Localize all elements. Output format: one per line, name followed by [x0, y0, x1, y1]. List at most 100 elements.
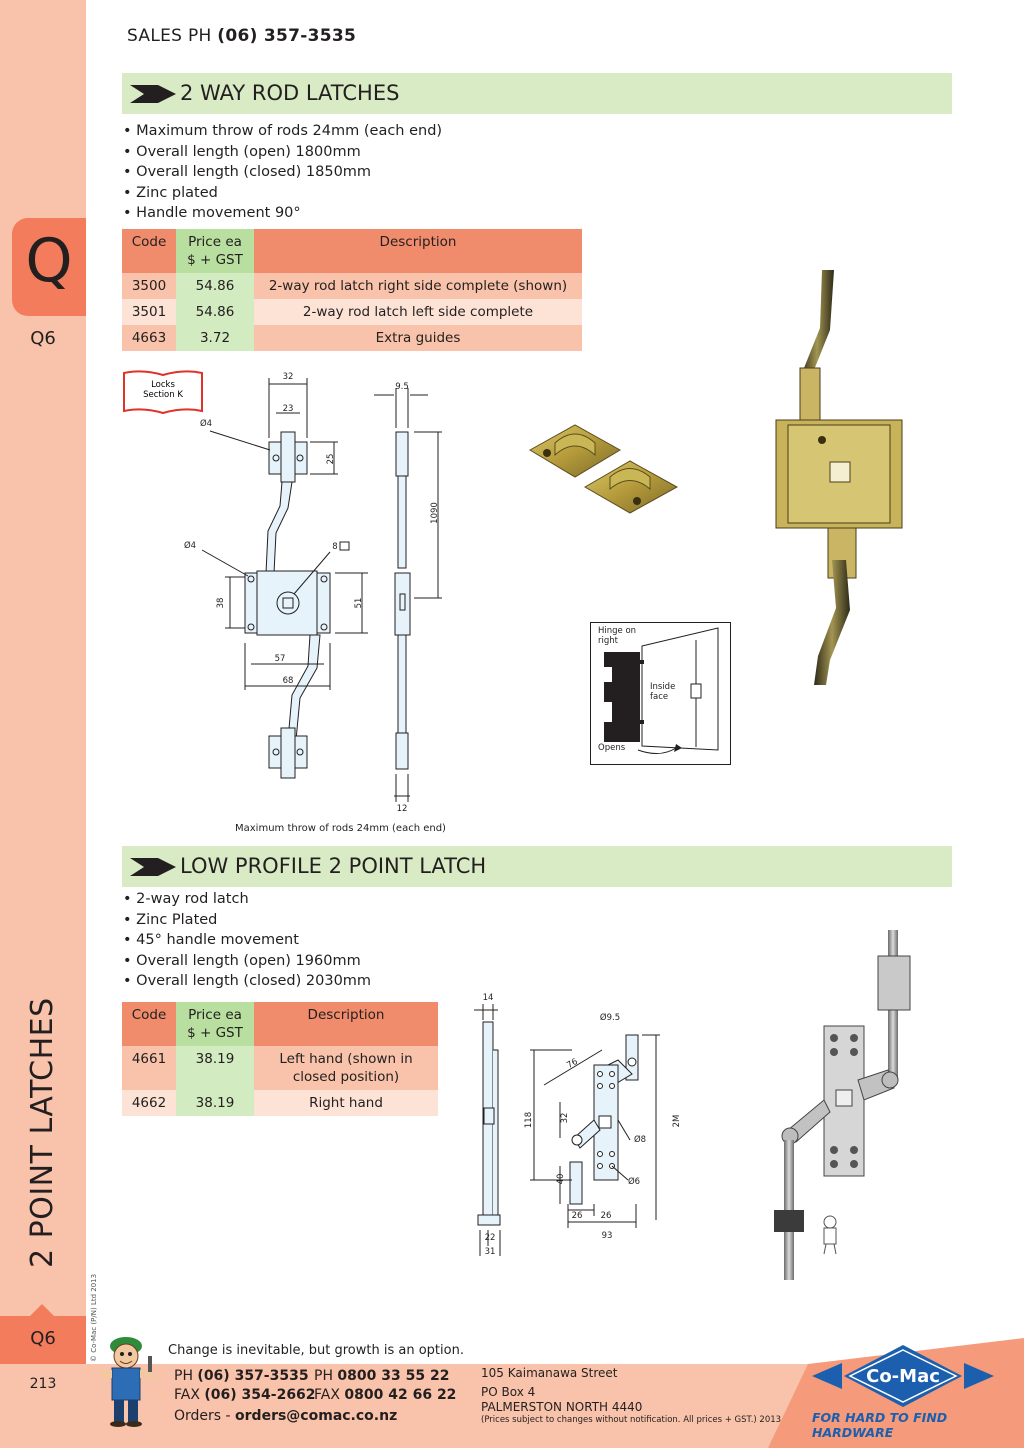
cell-description: 2-way rod latch left side complete	[254, 299, 582, 325]
arrow-icon	[130, 85, 176, 103]
cell-price: 54.86	[176, 273, 254, 299]
cell-price: 38.19	[176, 1046, 254, 1090]
low-profile-latch-photo	[774, 930, 911, 1280]
price-disclaimer: (Prices subject to changes without notif…	[481, 1415, 782, 1425]
rod-latch-photo	[775, 270, 903, 685]
footer-slogan: Change is inevitable, but growth is an o…	[168, 1343, 464, 1358]
footer-fax-freephone: FAX 0800 42 66 22	[314, 1387, 457, 1403]
feature-list: 2-way rod latch Zinc Plated 45° handle m…	[123, 889, 371, 992]
feature-item: Overall length (open) 1960mm	[123, 951, 371, 972]
cell-price: 54.86	[176, 299, 254, 325]
brand-tagline: FOR HARD TO FIND HARDWARE	[812, 1410, 948, 1440]
col-header-price: Price ea$ + GST	[176, 229, 254, 273]
footer-phone-freephone: PH 0800 33 55 22	[314, 1368, 450, 1384]
mascot-icon	[823, 1215, 837, 1255]
dim-label: 1090	[430, 502, 440, 524]
rod-latch-drawing: 32 23 25 Ø4 Ø4 8 38 51 57 68	[184, 372, 368, 779]
door-label: Opens	[598, 743, 626, 753]
feature-item: 45° handle movement	[123, 930, 371, 951]
rod-side-elevation: 9.5 1090 12	[374, 382, 442, 814]
comac-logo: Co-Mac	[812, 1345, 994, 1407]
section-tab	[12, 218, 86, 316]
door-label: right	[598, 636, 619, 646]
feature-item: Zinc Plated	[123, 910, 371, 931]
dim-label: 25	[326, 454, 336, 465]
feature-item: Overall length (closed) 1850mm	[123, 162, 442, 183]
feature-item: Maximum throw of rods 24mm (each end)	[123, 121, 442, 142]
section-letter: Q	[25, 226, 73, 296]
col-header-price: Price ea$ + GST	[176, 1002, 254, 1046]
dim-label: 31	[485, 1247, 496, 1257]
footer-fax: FAX (06) 354-2662	[174, 1387, 316, 1403]
cell-description: Right hand	[254, 1090, 438, 1116]
feature-item: Zinc plated	[123, 183, 442, 204]
cell-code: 4661	[122, 1046, 176, 1090]
door-label: Inside	[650, 682, 675, 692]
col-header-description: Description	[254, 229, 582, 273]
door-label: Hinge on	[598, 626, 636, 636]
section-title: LOW PROFILE 2 POINT LATCH	[180, 854, 487, 878]
dim-label: 9.5	[395, 382, 409, 392]
dim-label: 8	[332, 542, 337, 552]
feature-item: Handle movement 90°	[123, 203, 442, 224]
dim-label: Ø8	[634, 1134, 646, 1145]
page-code: Q6	[30, 1328, 56, 1349]
cell-code: 3501	[122, 299, 176, 325]
vertical-section-title: 2 POINT LATCHES	[25, 997, 60, 1268]
brand-name: Co-Mac	[866, 1366, 940, 1387]
orders-email-link[interactable]: orders@comac.co.nz	[235, 1408, 398, 1424]
dim-label: 32	[283, 372, 294, 382]
footer-phone: PH (06) 357-3535	[174, 1368, 309, 1384]
cell-code: 4663	[122, 325, 176, 351]
mascot-icon	[100, 1337, 154, 1427]
dim-label: Ø4	[184, 540, 196, 551]
dim-label: 32	[560, 1113, 570, 1124]
dim-label: 38	[216, 598, 226, 609]
col-header-description: Description	[254, 1002, 438, 1046]
page-number: 213	[29, 1376, 57, 1392]
dim-label: Ø9.5	[600, 1012, 620, 1023]
section-code: Q6	[30, 328, 56, 349]
table-row: 4662 38.19 Right hand	[122, 1090, 438, 1116]
table-row: 3501 54.86 2-way rod latch left side com…	[122, 299, 582, 325]
section-header-rod-latches: 2 WAY ROD LATCHES	[122, 73, 952, 114]
section-title: 2 WAY ROD LATCHES	[180, 81, 400, 105]
table-row: 4663 3.72 Extra guides	[122, 325, 582, 351]
dim-label: 2M	[672, 1115, 682, 1128]
extra-guides-image	[529, 424, 679, 514]
col-header-code: Code	[122, 229, 176, 273]
page-tab-notch	[30, 1304, 54, 1316]
locks-ref-line2: Section K	[143, 390, 183, 400]
section-header-low-profile: LOW PROFILE 2 POINT LATCH	[122, 846, 952, 887]
feature-item: Overall length (closed) 2030mm	[123, 971, 371, 992]
price-table: Code Price ea$ + GST Description 3500 54…	[122, 229, 582, 351]
dim-label: 93	[602, 1231, 613, 1241]
cell-description: Extra guides	[254, 325, 582, 351]
col-header-code: Code	[122, 1002, 176, 1046]
dim-label: 12	[397, 804, 408, 814]
feature-list: Maximum throw of rods 24mm (each end) Ov…	[123, 121, 442, 224]
dim-label: 23	[283, 404, 294, 414]
dim-label: 68	[283, 676, 294, 686]
dim-label: 51	[354, 598, 364, 609]
arrow-icon	[130, 858, 176, 876]
address-line: PO Box 4	[481, 1385, 536, 1399]
cell-price: 38.19	[176, 1090, 254, 1116]
sales-label: SALES PH	[127, 26, 218, 46]
door-hinge-diagram: Hinge on right Inside face Opens	[590, 622, 731, 765]
drawing-caption: Maximum throw of rods 24mm (each end)	[235, 823, 446, 834]
price-table: Code Price ea$ + GST Description 4661 38…	[122, 1002, 438, 1116]
dim-label: Ø6	[628, 1176, 640, 1187]
dim-label: 118	[524, 1112, 534, 1128]
feature-item: Overall length (open) 1800mm	[123, 142, 442, 163]
dim-label: 57	[275, 654, 286, 664]
address-line: PALMERSTON NORTH 4440	[481, 1400, 643, 1414]
cell-code: 3500	[122, 273, 176, 299]
book-icon: Locks Section K	[123, 370, 203, 415]
dim-label: 76	[565, 1057, 579, 1071]
dim-label: 14	[483, 993, 494, 1003]
cell-code: 4662	[122, 1090, 176, 1116]
footer-orders: Orders - orders@comac.co.nz	[174, 1408, 398, 1424]
dim-label: 26	[572, 1211, 583, 1221]
